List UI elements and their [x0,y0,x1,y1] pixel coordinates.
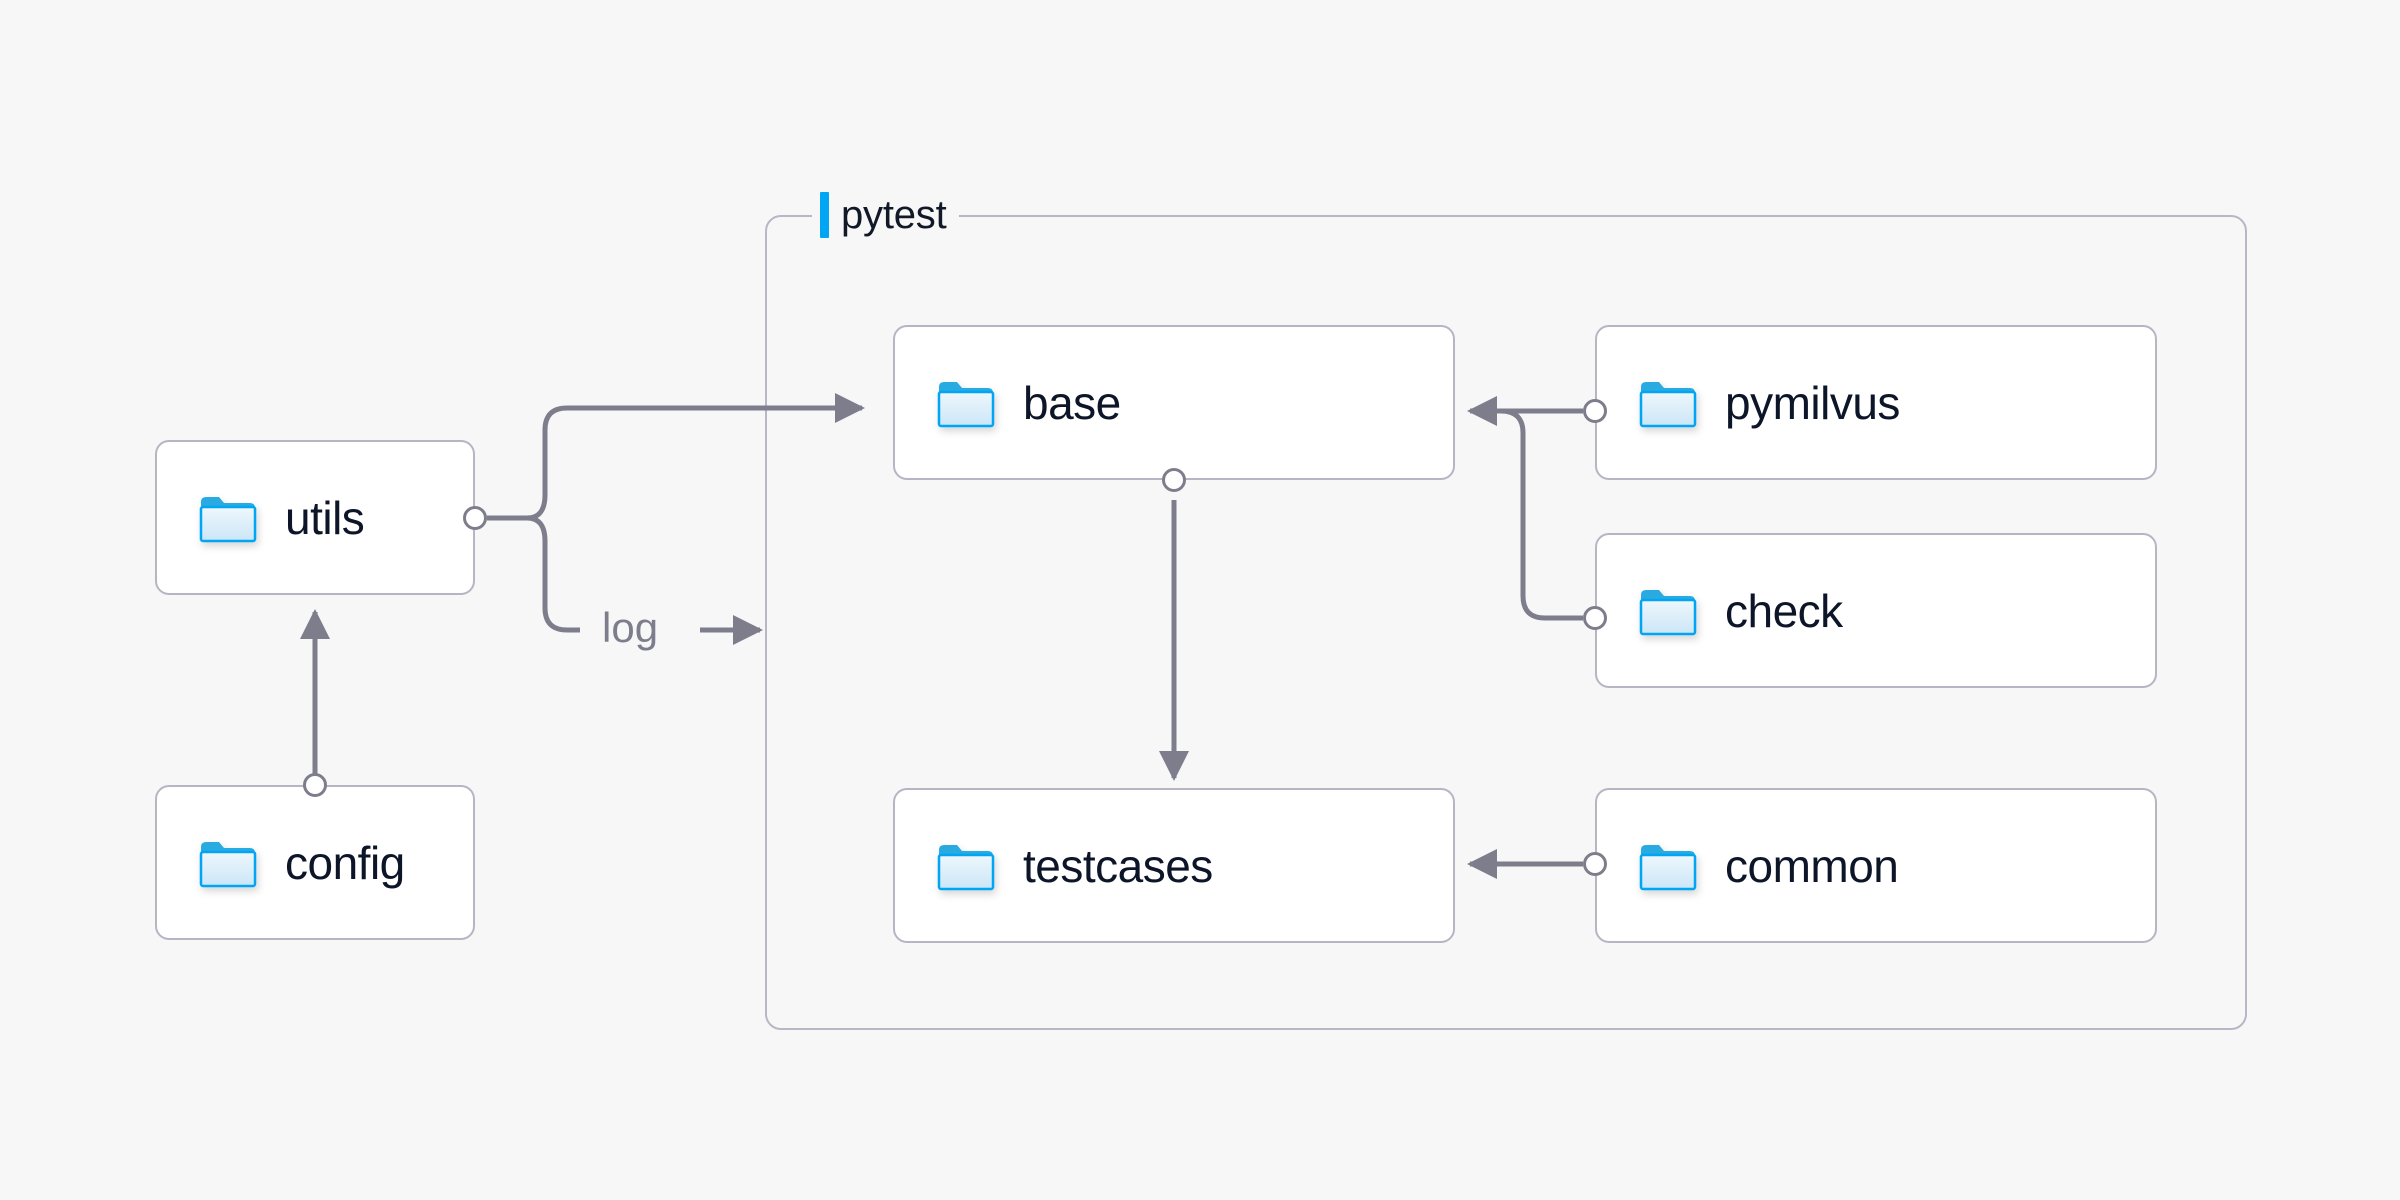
node-pymilvus[interactable]: pymilvus [1595,325,2157,480]
node-common-label: common [1725,839,1899,892]
node-pymilvus-label: pymilvus [1725,376,1900,429]
edge-label-log: log [596,605,665,651]
node-base[interactable]: base [893,325,1455,480]
node-check[interactable]: check [1595,533,2157,688]
node-check-label: check [1725,584,1843,637]
node-testcases[interactable]: testcases [893,788,1455,943]
port-base-bottom[interactable] [1162,468,1186,492]
accent-bar-icon [820,192,829,238]
node-common[interactable]: common [1595,788,2157,943]
port-utils-right[interactable] [463,506,487,530]
port-pymilvus-left[interactable] [1583,399,1607,423]
group-pytest-label: pytest [841,193,947,237]
node-config-label: config [285,836,405,889]
node-config[interactable]: config [155,785,475,940]
folder-icon [937,844,995,890]
node-utils-label: utils [285,491,365,544]
node-testcases-label: testcases [1023,839,1213,892]
port-check-left[interactable] [1583,606,1607,630]
group-pytest[interactable] [765,215,2247,1030]
group-pytest-label-wrap: pytest [812,192,959,238]
node-utils[interactable]: utils [155,440,475,595]
folder-icon [1639,844,1697,890]
port-config-top[interactable] [303,773,327,797]
folder-icon [199,496,257,542]
folder-icon [1639,589,1697,635]
folder-icon [199,841,257,887]
folder-icon [937,381,995,427]
node-base-label: base [1023,376,1121,429]
folder-icon [1639,381,1697,427]
port-common-left[interactable] [1583,852,1607,876]
